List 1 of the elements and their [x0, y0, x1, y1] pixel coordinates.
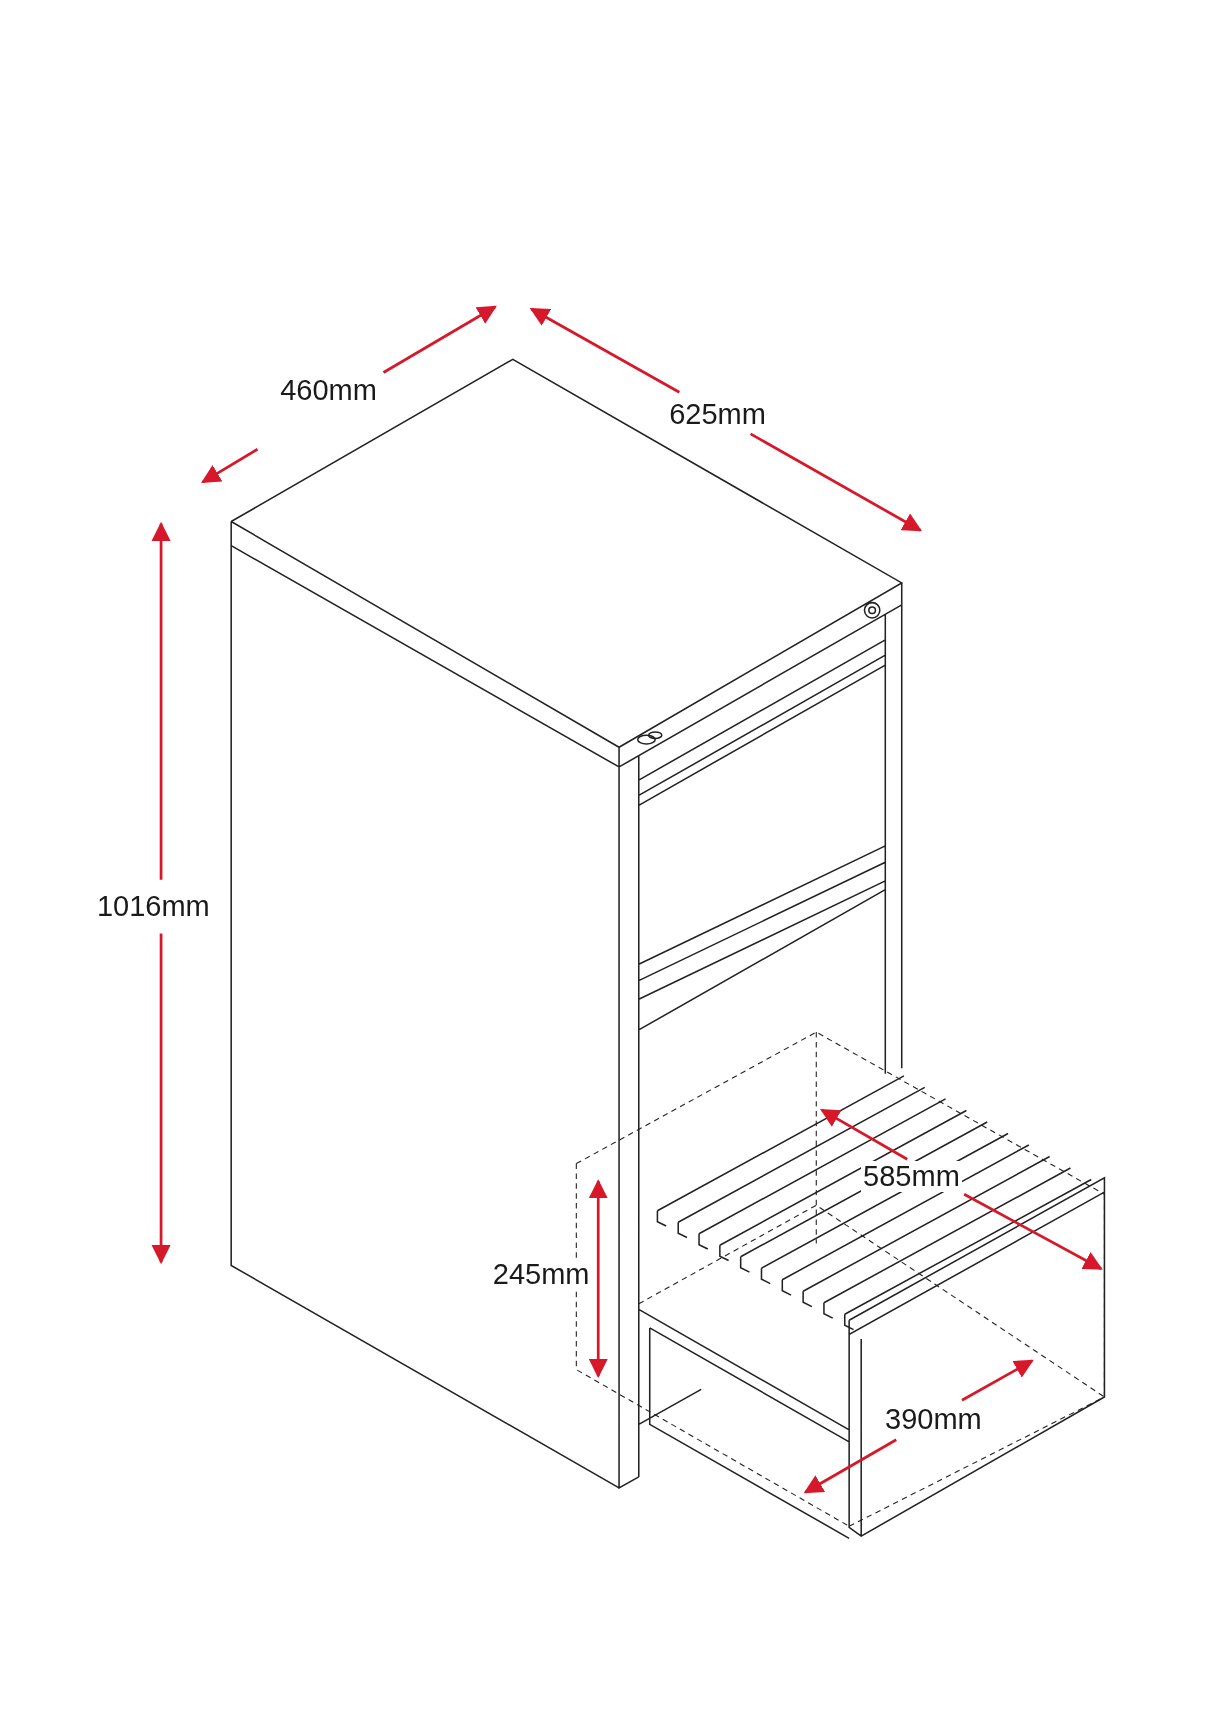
dimension-label: 585mm	[861, 1161, 962, 1193]
